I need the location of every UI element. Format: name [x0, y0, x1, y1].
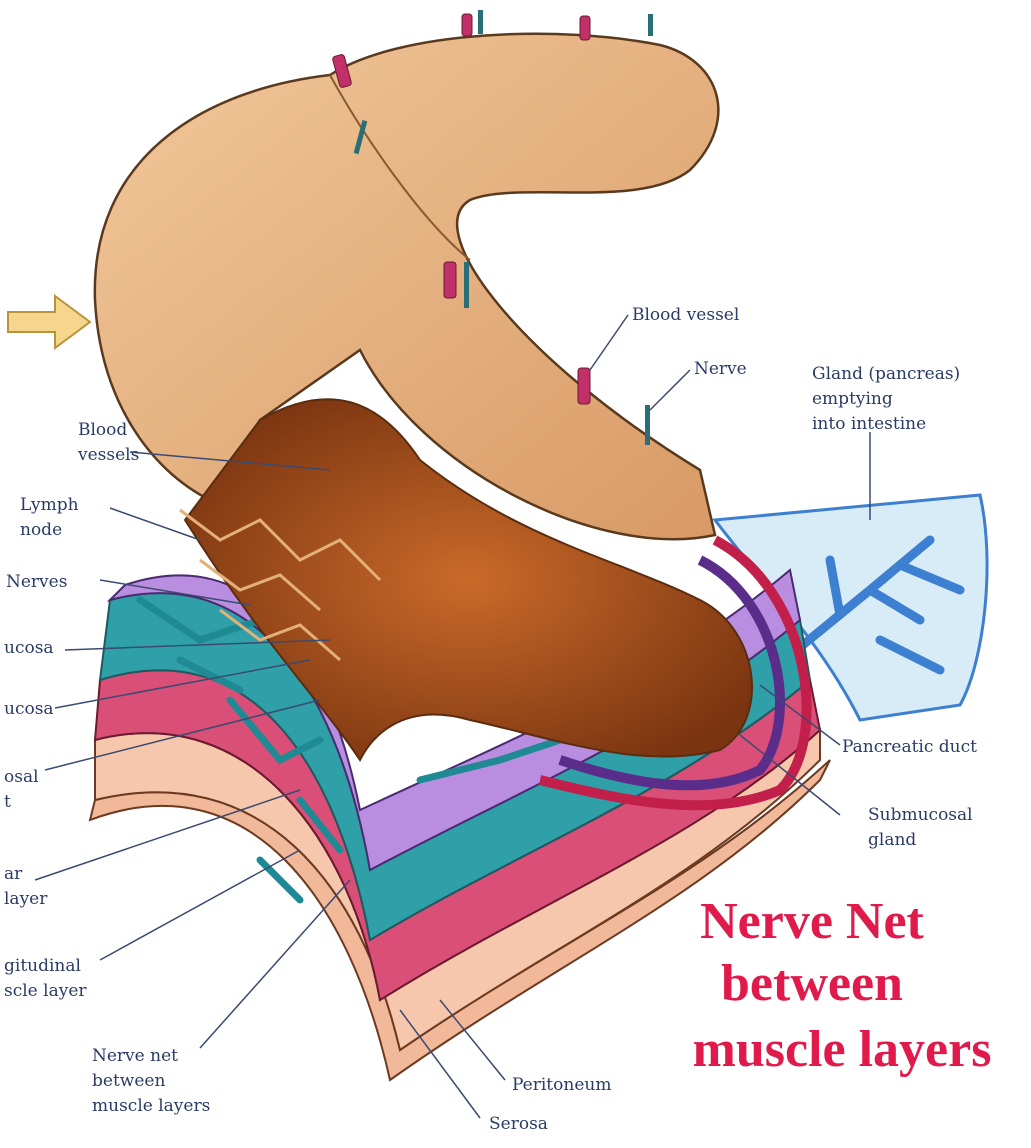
label-mucosa: ucosa — [4, 636, 54, 661]
headline-line-1: Nerve Net — [700, 893, 924, 950]
direction-arrow — [8, 296, 90, 348]
label-nerve-net: Nerve net between muscle layers — [92, 1044, 210, 1119]
nerve-stub — [645, 405, 650, 445]
label-gland-pancreas: Gland (pancreas) emptying into intestine — [812, 362, 960, 437]
label-blood-vessels: Blood vessels — [78, 418, 139, 468]
label-peritoneum: Peritoneum — [512, 1073, 611, 1098]
label-submucosa: ucosa — [4, 697, 54, 722]
label-blood-vessel: Blood vessel — [632, 303, 739, 328]
label-circular-muscle: ar layer — [4, 862, 47, 912]
nerve-stub — [464, 262, 469, 308]
blood-vessel-stub — [444, 262, 456, 298]
label-nerves: Nerves — [6, 570, 67, 595]
label-lymph-node: Lymph node — [20, 493, 79, 543]
headline-line-3: muscle layers — [693, 1021, 992, 1078]
blood-vessel-stub — [578, 368, 590, 404]
headline-line-2: between — [721, 955, 903, 1012]
label-nerve: Nerve — [694, 357, 747, 382]
label-submucosal-gland: Submucosal gland — [868, 803, 973, 853]
nerve-stub — [648, 14, 653, 36]
label-submucosal-net: osal t — [4, 765, 39, 815]
label-serosa: Serosa — [489, 1112, 548, 1137]
nerve-stub — [478, 10, 483, 34]
blood-vessel-stub — [462, 14, 472, 36]
label-longitudinal-muscle: gitudinal scle layer — [4, 954, 87, 1004]
label-pancreatic-duct: Pancreatic duct — [842, 735, 977, 760]
blood-vessel-stub — [580, 16, 590, 40]
